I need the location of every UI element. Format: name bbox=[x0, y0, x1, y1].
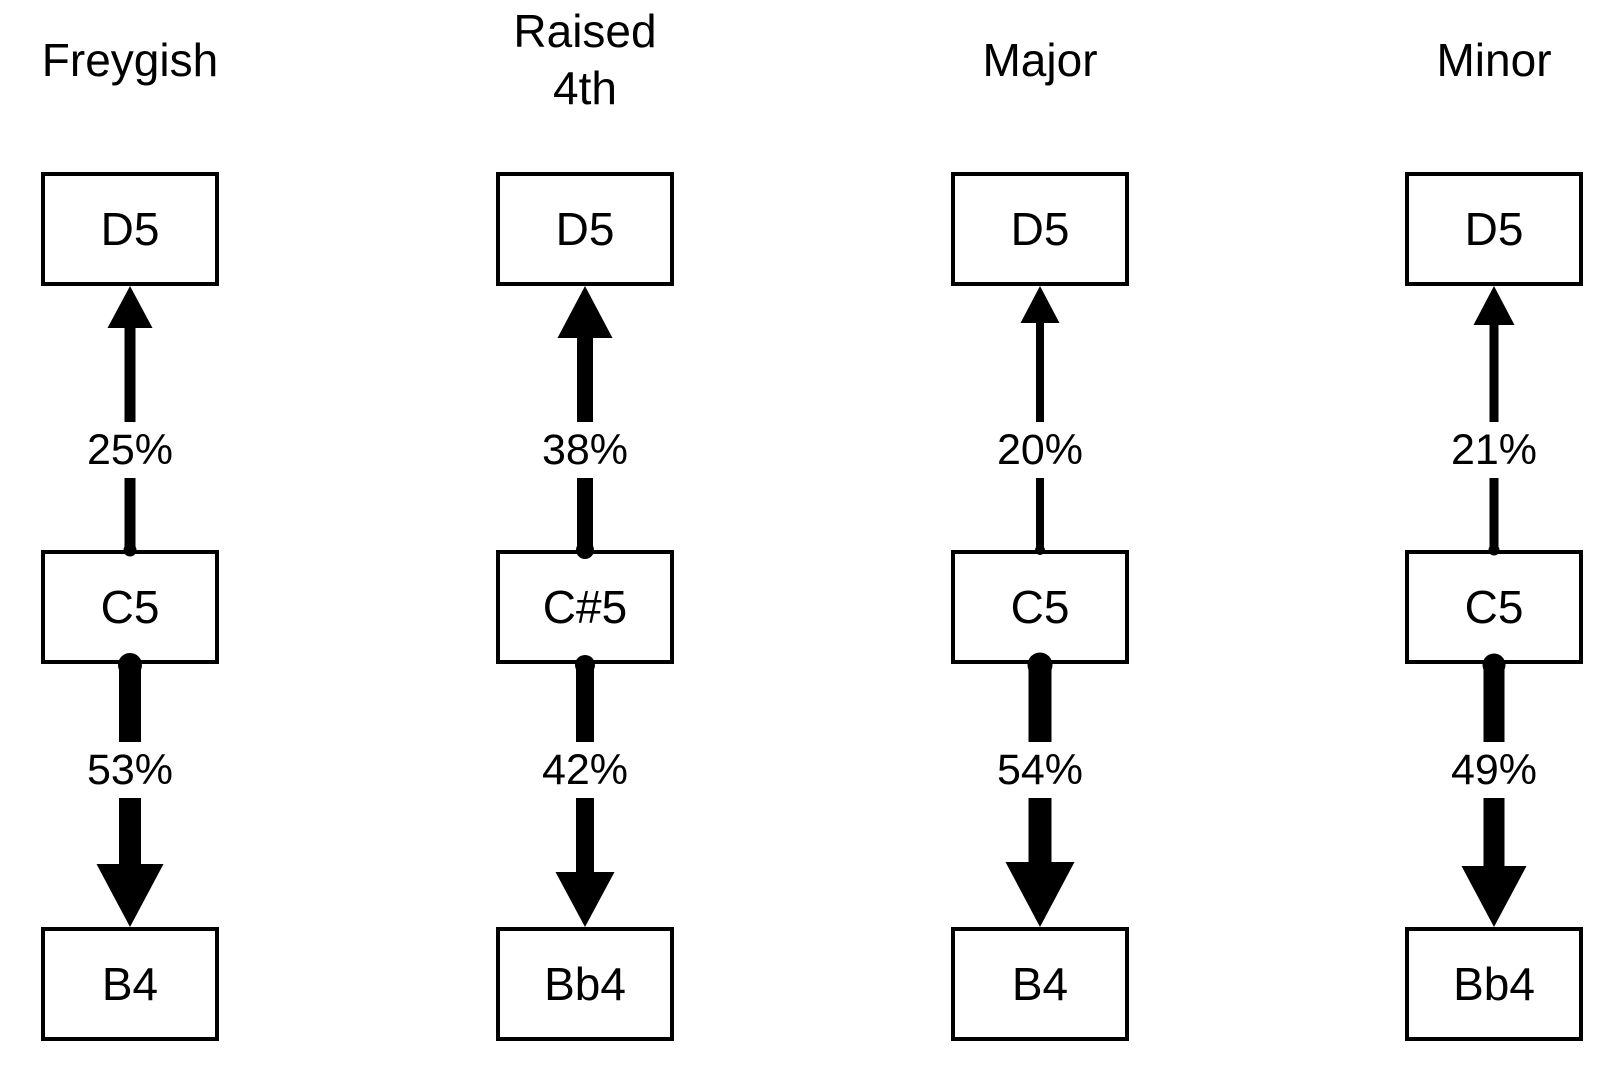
down-transition-label: 42% bbox=[541, 745, 629, 794]
down-transition-label: 49% bbox=[1450, 745, 1538, 794]
arrow-head bbox=[1005, 862, 1075, 927]
arrow-origin-dot bbox=[123, 543, 137, 557]
arrow-head bbox=[557, 286, 613, 338]
down-transition-label: 54% bbox=[996, 745, 1084, 794]
arrow-shaft-upper bbox=[119, 665, 141, 742]
arrow-shaft-lower bbox=[576, 798, 594, 873]
arrow-shaft-upper bbox=[1489, 324, 1499, 422]
up-arrow bbox=[1473, 286, 1515, 556]
arrow-shaft-upper bbox=[1028, 665, 1052, 742]
arrow-shaft-lower bbox=[119, 798, 141, 865]
down-arrow bbox=[1461, 653, 1527, 927]
arrow-head bbox=[555, 872, 615, 927]
note-box-top: D5 bbox=[951, 172, 1129, 286]
arrow-origin-dot bbox=[1488, 544, 1500, 556]
note-box-middle: C5 bbox=[951, 550, 1129, 664]
column-title: Freygish bbox=[41, 33, 219, 86]
note-box-middle: C5 bbox=[41, 550, 219, 664]
down-transition-label: 53% bbox=[86, 745, 174, 794]
note-box-top: D5 bbox=[1405, 172, 1583, 286]
arrow-origin-dot bbox=[576, 541, 594, 559]
column-title: Raised 4th bbox=[513, 5, 657, 114]
down-arrow bbox=[555, 655, 615, 927]
arrow-head bbox=[1020, 286, 1060, 323]
down-arrow bbox=[1005, 652, 1075, 927]
note-box-bottom: Bb4 bbox=[1405, 927, 1583, 1041]
arrow-shaft-lower bbox=[1036, 478, 1044, 550]
arrow-shaft-upper bbox=[576, 665, 594, 742]
note-box-bottom: Bb4 bbox=[496, 927, 674, 1041]
arrow-shaft-upper bbox=[577, 337, 593, 422]
arrow-shaft-lower bbox=[577, 478, 593, 550]
arrow-head bbox=[1473, 286, 1515, 325]
up-arrow bbox=[557, 286, 613, 559]
arrow-shaft-upper bbox=[1036, 322, 1044, 422]
note-box-bottom: B4 bbox=[41, 927, 219, 1041]
up-transition-label: 20% bbox=[996, 425, 1084, 474]
up-transition-label: 25% bbox=[86, 425, 174, 474]
up-arrow bbox=[1020, 286, 1060, 555]
up-transition-label: 38% bbox=[541, 425, 629, 474]
arrow-head bbox=[1461, 866, 1527, 927]
note-box-top: D5 bbox=[41, 172, 219, 286]
note-box-bottom: B4 bbox=[951, 927, 1129, 1041]
note-box-top: D5 bbox=[496, 172, 674, 286]
arrow-shaft-upper bbox=[124, 327, 136, 422]
arrow-head bbox=[96, 864, 164, 927]
note-box-middle: C#5 bbox=[496, 550, 674, 664]
arrow-shaft-lower bbox=[1028, 798, 1052, 863]
up-transition-label: 21% bbox=[1450, 425, 1538, 474]
up-arrow bbox=[107, 286, 153, 557]
down-arrow bbox=[96, 653, 164, 927]
column-title: Minor bbox=[1436, 33, 1552, 86]
arrow-origin-dot bbox=[1035, 545, 1045, 555]
arrow-head bbox=[107, 286, 153, 328]
note-box-middle: C5 bbox=[1405, 550, 1583, 664]
arrow-shaft-lower bbox=[124, 478, 136, 550]
arrow-shaft-lower bbox=[1483, 798, 1505, 867]
column-title: Major bbox=[982, 33, 1098, 86]
arrow-shaft-upper bbox=[1483, 665, 1505, 742]
arrow-shaft-lower bbox=[1489, 478, 1499, 550]
